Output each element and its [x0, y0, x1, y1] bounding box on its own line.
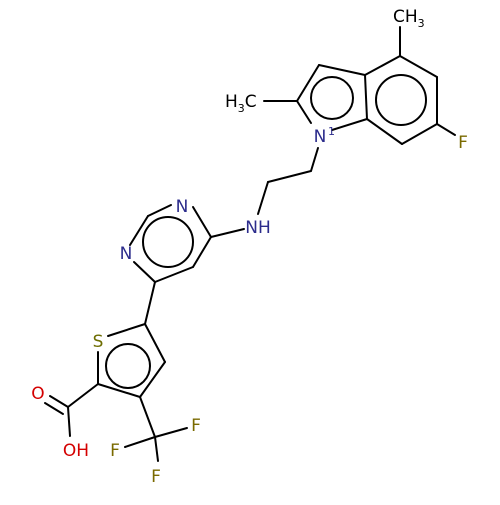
bond-pyrimidine-nh — [210, 228, 245, 238]
atom-label-o-carbonyl: O — [31, 384, 44, 404]
atom-label-sulfur: S — [93, 332, 104, 352]
bond — [399, 55, 438, 78]
bond-ring-carboxyl — [67, 383, 99, 408]
bond — [133, 261, 156, 283]
bond — [192, 236, 212, 268]
atom-label-nh: NH — [245, 218, 271, 238]
bond — [296, 64, 320, 102]
atom-label-f-cf3-1: F — [191, 416, 201, 436]
bond — [144, 323, 166, 363]
bond-ethyl — [267, 170, 312, 183]
bond — [318, 64, 366, 76]
bond — [296, 100, 312, 124]
bond-cf3-f1 — [154, 427, 188, 438]
bond-cf3-f3 — [154, 436, 159, 462]
bond-cf3-f2 — [124, 436, 156, 448]
bond — [192, 206, 212, 238]
atom-label-n-pyrimidine-top: N — [176, 197, 189, 217]
atom-label-f-cf3-2: F — [110, 441, 120, 461]
atom-label-n-indole: N — [314, 127, 327, 147]
thiophene-aromatic-circle — [105, 343, 151, 389]
bond — [147, 204, 172, 217]
bond — [364, 55, 401, 76]
bond-pyrimidine-thiophene — [144, 281, 156, 325]
bond — [364, 74, 368, 120]
pyrimidine-ring — [129, 204, 212, 283]
bond-ring-cf3 — [139, 396, 156, 438]
bond — [139, 361, 166, 398]
bond-ethyl-indole — [310, 147, 319, 172]
atom-label-f-aryl: F — [458, 133, 468, 153]
bond — [107, 323, 146, 337]
atom-label-f-cf3-3: F — [151, 467, 161, 487]
bond — [366, 118, 403, 145]
pyrrole-aromatic-circle — [310, 76, 354, 120]
pyrimidine-aromatic-circle — [142, 216, 194, 268]
bond-carbonyl-1 — [49, 395, 69, 408]
bond — [97, 383, 141, 398]
bond-carboxyl-oh — [67, 406, 71, 437]
thiophene-ring — [97, 323, 166, 398]
atom-label-h3c-left: H3C — [225, 92, 257, 115]
bond — [129, 215, 149, 246]
indole-benzene-ring — [364, 55, 438, 145]
atom-label-oh: OH — [63, 441, 89, 461]
bond — [401, 123, 438, 145]
atom-label-n-pyrimidine-left: N — [120, 244, 133, 264]
bond-nh-ethyl — [257, 181, 269, 215]
indole-pyrrole-ring — [296, 64, 368, 131]
atom-label-ch3-top: CH3 — [393, 7, 425, 30]
atom-label-n-indole-superscript: 1 — [328, 125, 335, 138]
bond — [154, 266, 194, 283]
bond-carbonyl-2 — [44, 402, 64, 415]
bond — [331, 118, 368, 131]
bond-aryl-fluorine — [436, 123, 456, 136]
benzene-aromatic-circle — [375, 74, 427, 126]
